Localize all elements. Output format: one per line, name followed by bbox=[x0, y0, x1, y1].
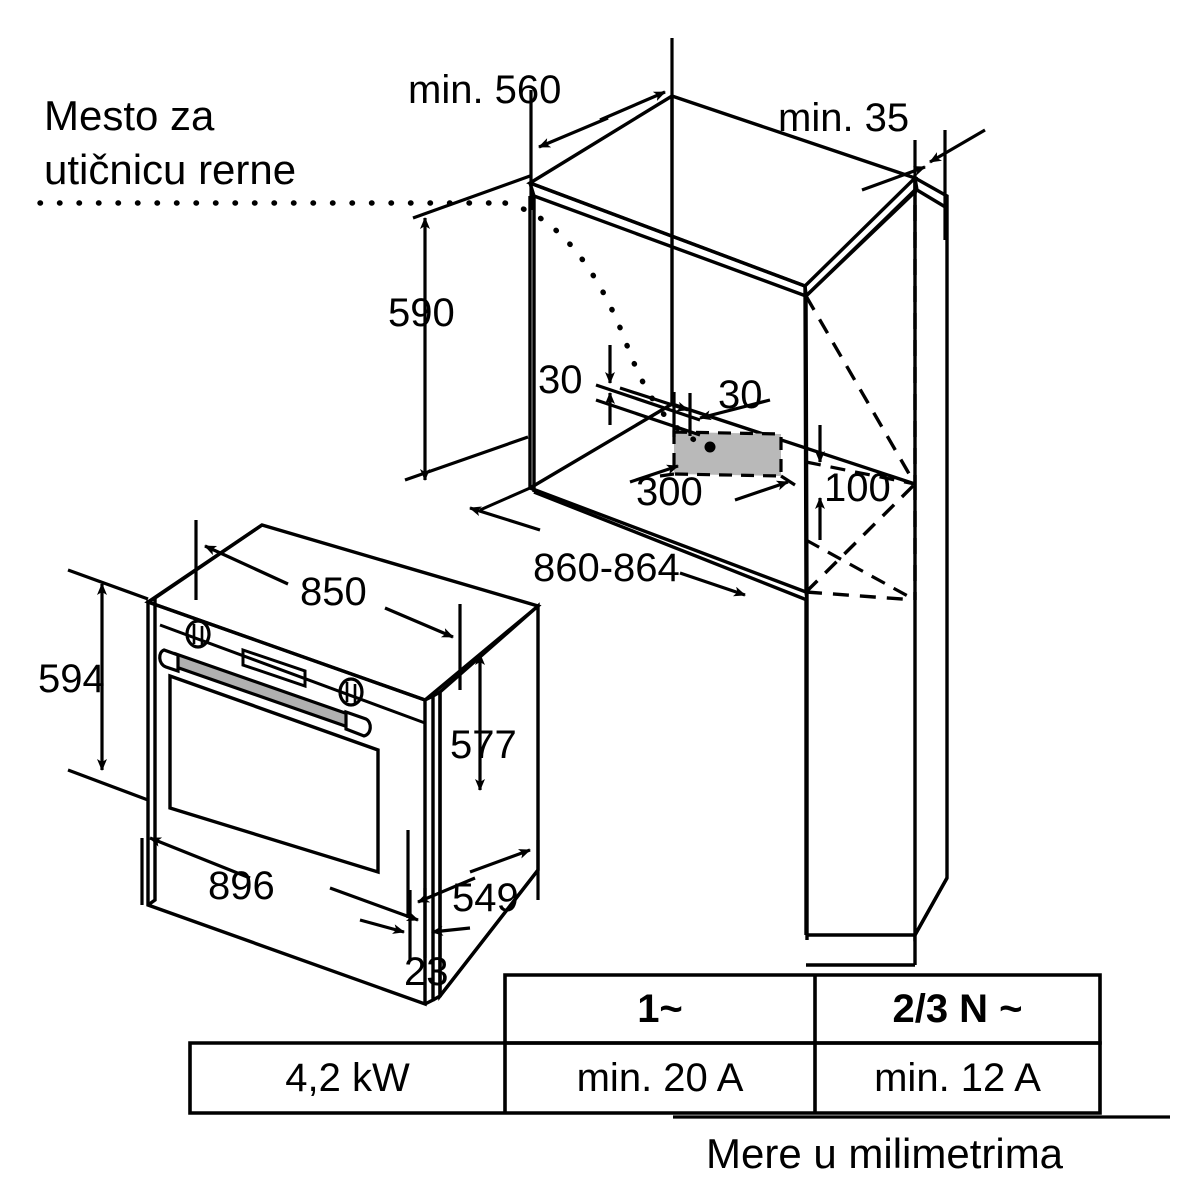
dim-label-oven-body-height: 577 bbox=[450, 723, 517, 767]
ext-300-r bbox=[780, 474, 796, 487]
dim-label-socket-offset-top: 30 bbox=[538, 358, 583, 402]
built-in-oven bbox=[144, 523, 542, 1007]
dim-label-niche-width-min: min. 560 bbox=[408, 68, 562, 112]
power-table-cell-fuse-multi: min. 12 A bbox=[874, 1055, 1041, 1100]
oven-door-handle[interactable] bbox=[158, 648, 372, 738]
socket-note-line-2: utičnicu rerne bbox=[44, 146, 297, 193]
dim-label-socket-depth-offset: 100 bbox=[824, 466, 891, 510]
power-table-cell-fuse-single: min. 20 A bbox=[576, 1055, 744, 1100]
ext-590-bottom bbox=[404, 435, 529, 482]
oven-control-knob-right[interactable] bbox=[338, 677, 364, 707]
dim-label-niche-height: 590 bbox=[388, 291, 455, 335]
ext-30a-lower bbox=[595, 398, 701, 437]
ext-594-bottom bbox=[67, 768, 149, 802]
ext-100-bot bbox=[805, 538, 916, 602]
power-table-cell-power: 4,2 kW bbox=[285, 1055, 410, 1100]
cabinet-right-side-panel bbox=[804, 175, 949, 967]
ext-30a-upper bbox=[595, 383, 701, 422]
dim-label-oven-depth: 549 bbox=[452, 876, 519, 920]
dim-label-socket-offset-side: 30 bbox=[718, 373, 763, 417]
socket-area bbox=[672, 430, 783, 478]
dim-label-door-thickness: 23 bbox=[404, 950, 449, 994]
socket-note-line-1: Mesto za bbox=[44, 92, 215, 139]
dim-label-oven-front-height: 594 bbox=[38, 657, 105, 701]
power-table-header-single-phase: 1~ bbox=[637, 986, 683, 1031]
dimension-lines bbox=[67, 38, 986, 960]
upper-cabinet-box bbox=[526, 94, 919, 602]
unit-note: Mere u milimetrima bbox=[706, 1130, 1064, 1177]
dim-label-socket-width: 300 bbox=[636, 470, 703, 514]
hidden-edges bbox=[804, 178, 917, 602]
power-table-header-multi-phase: 2/3 N ~ bbox=[892, 986, 1023, 1031]
ext-100-top bbox=[805, 460, 916, 486]
dim-label-oven-front-width: 850 bbox=[300, 570, 367, 614]
dim-label-rear-gap-min: min. 35 bbox=[778, 96, 910, 140]
cable-route-dotted-path bbox=[37, 200, 703, 446]
ext-590-top bbox=[412, 174, 531, 220]
power-table-grid bbox=[188, 973, 1102, 1115]
dim-label-worktop-height: 860-864 bbox=[533, 546, 680, 590]
socket-cable-point bbox=[704, 441, 716, 453]
oven-control-knob-left[interactable] bbox=[185, 619, 211, 649]
ext-300-l bbox=[659, 472, 675, 478]
dim-label-oven-total-width: 896 bbox=[208, 864, 275, 908]
ext-594-top bbox=[67, 568, 149, 601]
cabinet-assembly bbox=[479, 94, 949, 967]
